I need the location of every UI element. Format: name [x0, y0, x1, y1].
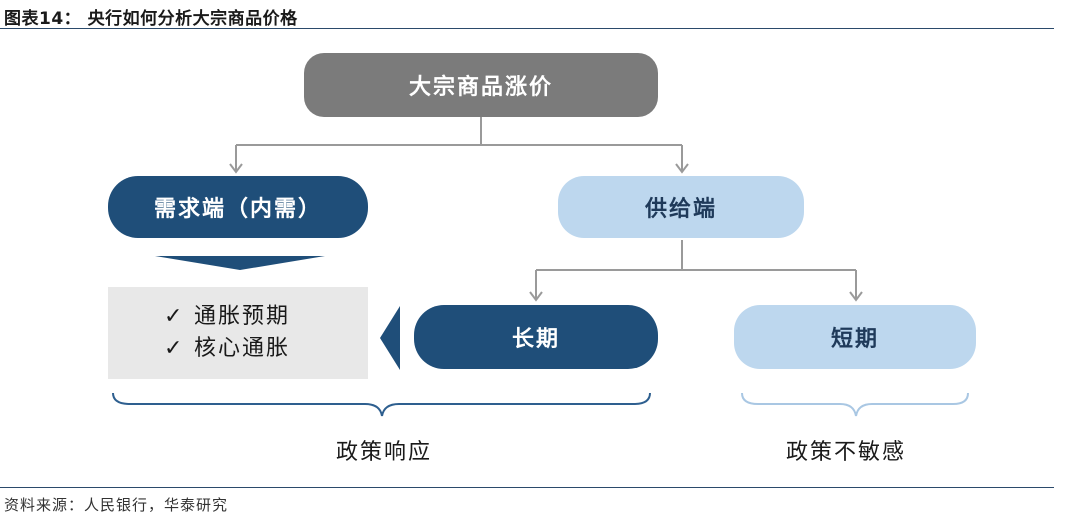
node-demand-side: 需求端（内需）	[108, 176, 368, 238]
brace-policy-insensitive	[741, 392, 969, 417]
source-note: 资料来源：人民银行，华泰研究	[4, 496, 229, 514]
check-icon: ✓	[164, 336, 185, 361]
node-short-term: 短期	[734, 305, 976, 369]
caption-policy-response: 政策响应	[336, 440, 433, 465]
arrowhead-long-term	[529, 291, 543, 302]
inflation-checklist: ✓ 通胀预期 ✓ 核心通胀	[108, 287, 368, 379]
bottom-rule	[0, 487, 1054, 488]
figure-title: 图表14： 央行如何分析大宗商品价格	[4, 9, 298, 29]
caption-policy-insensitive: 政策不敏感	[786, 440, 907, 465]
arrowhead-short-term	[849, 291, 863, 302]
checklist-item: ✓ 通胀预期	[164, 301, 368, 333]
node-commodity-price-rise: 大宗商品涨价	[304, 53, 658, 117]
checklist-item: ✓ 核心通胀	[164, 333, 368, 365]
arrowhead-demand	[229, 163, 243, 174]
root-connector	[235, 116, 683, 172]
node-long-term: 长期	[414, 305, 658, 369]
demand-down-chevron	[155, 256, 325, 270]
top-rule	[0, 28, 1054, 29]
node-supply-side: 供给端	[558, 176, 804, 238]
checklist-item-label: 核心通胀	[194, 336, 291, 361]
check-icon: ✓	[164, 304, 185, 329]
arrowhead-supply	[675, 163, 689, 174]
supply-connector	[535, 240, 857, 300]
brace-policy-response	[112, 392, 651, 417]
checklist-item-label: 通胀预期	[194, 304, 291, 329]
long-term-left-pointer	[380, 306, 400, 370]
